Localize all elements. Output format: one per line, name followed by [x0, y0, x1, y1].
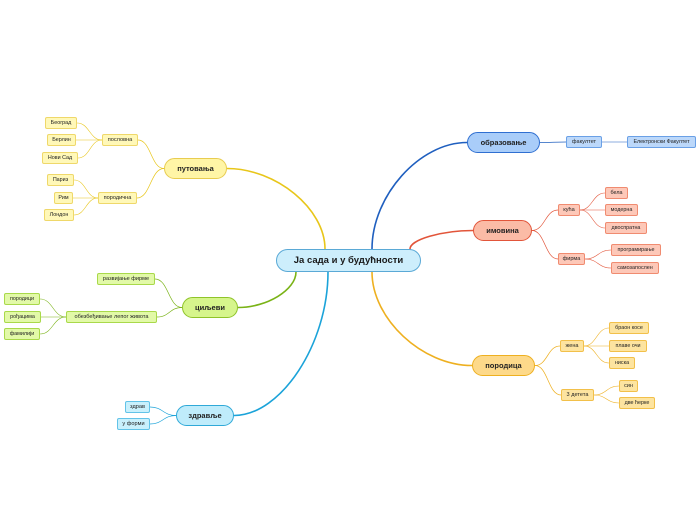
leaf-pariz[interactable]: Париз	[47, 174, 74, 186]
leaf-porodici[interactable]: породици	[4, 293, 40, 305]
connector-zdravlje-group-0	[149, 406, 177, 416]
connector-imovina-leaf-0-2	[579, 209, 606, 229]
leaf-rodjacima[interactable]: рођацима	[4, 311, 41, 323]
connector-putovanja-group-1	[136, 168, 165, 199]
connector-ciljevi-group-0	[154, 278, 183, 308]
connector-porodica-group-1	[534, 365, 562, 396]
leaf-dve-cerke[interactable]: две ћерке	[619, 397, 655, 409]
leaf-london[interactable]: Лондон	[44, 209, 74, 221]
connector-imovina-leaf-0-0	[579, 192, 606, 211]
subtopic-zena[interactable]: жена	[560, 340, 584, 352]
central-topic[interactable]: Ја сада и у будућности	[276, 249, 421, 272]
topic-obrazovanje[interactable]: образовање	[467, 132, 540, 153]
connector-ciljevi	[237, 271, 297, 309]
connector-putovanja-leaf-1-0	[73, 179, 99, 199]
connector-putovanja	[226, 167, 326, 250]
connector-putovanja-leaf-0-2	[77, 139, 103, 159]
connector-porodica-group-0	[534, 345, 561, 366]
connector-zdravlje	[233, 271, 329, 417]
topic-porodica[interactable]: породица	[472, 355, 535, 376]
connector-imovina-group-1	[531, 230, 559, 260]
leaf-braon-kose[interactable]: браон косе	[609, 322, 649, 334]
leaf-programiranje[interactable]: програмирање	[611, 244, 661, 256]
leaf-beograd[interactable]: Београд	[45, 117, 77, 129]
connector-imovina-leaf-1-0	[584, 249, 612, 260]
leaf-bela[interactable]: бела	[605, 187, 628, 199]
connector-putovanja-leaf-1-2	[73, 197, 99, 216]
connector-porodica-leaf-1-1	[593, 394, 620, 404]
connector-obrazovanje	[371, 141, 468, 250]
leaf-novi-sad[interactable]: Нови Сад	[42, 152, 78, 164]
topic-zdravlje[interactable]: здравље	[176, 405, 234, 426]
connector-putovanja-group-0	[137, 139, 165, 169]
connector-obrazovanje-group-0	[539, 141, 567, 143]
subtopic-obezbedjivanje[interactable]: обезбеђивање лепог живота	[66, 311, 157, 323]
connector-zdravlje-group-1	[149, 415, 177, 425]
connector-imovina-group-0	[531, 209, 559, 231]
connector-ciljevi-group-1	[156, 307, 183, 318]
connector-porodica-leaf-0-2	[583, 345, 610, 364]
connector-ciljevi-leaf-1-0	[39, 298, 67, 318]
leaf-rim[interactable]: Рим	[54, 192, 73, 204]
subtopic-poslovna[interactable]: пословна	[102, 134, 138, 146]
connector-porodica	[371, 271, 473, 367]
leaf-dvospratna[interactable]: двоспратна	[605, 222, 647, 234]
subtopic-zdrav[interactable]: здрав	[125, 401, 150, 413]
leaf-niska[interactable]: ниска	[609, 357, 635, 369]
leaf-plave-oci[interactable]: плаве очи	[609, 340, 647, 352]
subtopic-firma[interactable]: фирма	[558, 253, 585, 265]
connector-putovanja-leaf-0-0	[76, 122, 103, 141]
topic-imovina[interactable]: имовина	[473, 220, 532, 241]
connector-ciljevi-leaf-1-2	[39, 316, 67, 335]
subtopic-3-deteta[interactable]: 3 детета	[561, 389, 594, 401]
subtopic-u-formi[interactable]: у форми	[117, 418, 150, 430]
subtopic-porodicna[interactable]: породична	[98, 192, 137, 204]
leaf-berlin[interactable]: Берлин	[47, 134, 76, 146]
connector-imovina-leaf-1-1	[584, 258, 612, 269]
connector-porodica-leaf-1-0	[593, 385, 620, 396]
topic-ciljevi[interactable]: циљеви	[182, 297, 238, 318]
subtopic-kuca[interactable]: кућа	[558, 204, 580, 216]
connector-imovina	[409, 229, 474, 250]
leaf-moderna[interactable]: модерна	[605, 204, 638, 216]
leaf-samozaposlen[interactable]: самозапослен	[611, 262, 659, 274]
subtopic-fakultet[interactable]: факултет	[566, 136, 602, 148]
topic-putovanja[interactable]: путовања	[164, 158, 227, 179]
leaf-elektronski-fakultet[interactable]: Електронски Факултет	[627, 136, 696, 148]
leaf-sin[interactable]: син	[619, 380, 638, 392]
connector-porodica-leaf-0-0	[583, 327, 610, 347]
subtopic-razvijanje-firme[interactable]: развијање фирме	[97, 273, 155, 285]
leaf-familiji[interactable]: фамилији	[4, 328, 40, 340]
